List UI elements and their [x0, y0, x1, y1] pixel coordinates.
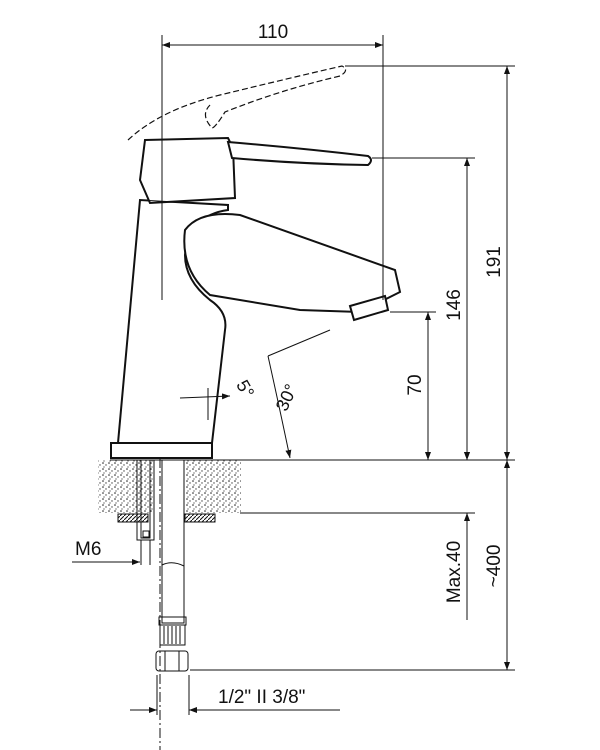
- connection-size: 1/2" II 3/8": [218, 687, 305, 708]
- angle-30: 30°: [272, 381, 302, 414]
- dim-max40: Max.40: [444, 541, 465, 603]
- thread-m6: M6: [75, 539, 101, 560]
- hose-nut: [155, 650, 189, 672]
- washer-right: [184, 513, 216, 523]
- dim-191: 191: [484, 246, 505, 278]
- angle-5: 5°: [232, 377, 258, 402]
- dimension-lines: [72, 35, 515, 715]
- faucet-body: [110, 65, 402, 459]
- spout: [183, 213, 402, 314]
- handle-body: [138, 136, 237, 205]
- dim-70: 70: [405, 374, 426, 395]
- supply-hose: [161, 459, 185, 624]
- dim-400: ~400: [484, 545, 505, 588]
- countertop-left: [98, 460, 153, 513]
- lever: [226, 140, 372, 167]
- lever-raised-position: [127, 65, 347, 141]
- washer-left: [117, 513, 149, 523]
- countertop-right: [185, 460, 241, 513]
- dim-110: 110: [258, 22, 288, 43]
- aerator: [348, 294, 390, 322]
- countertop: [98, 460, 241, 523]
- dim-146: 146: [444, 289, 465, 321]
